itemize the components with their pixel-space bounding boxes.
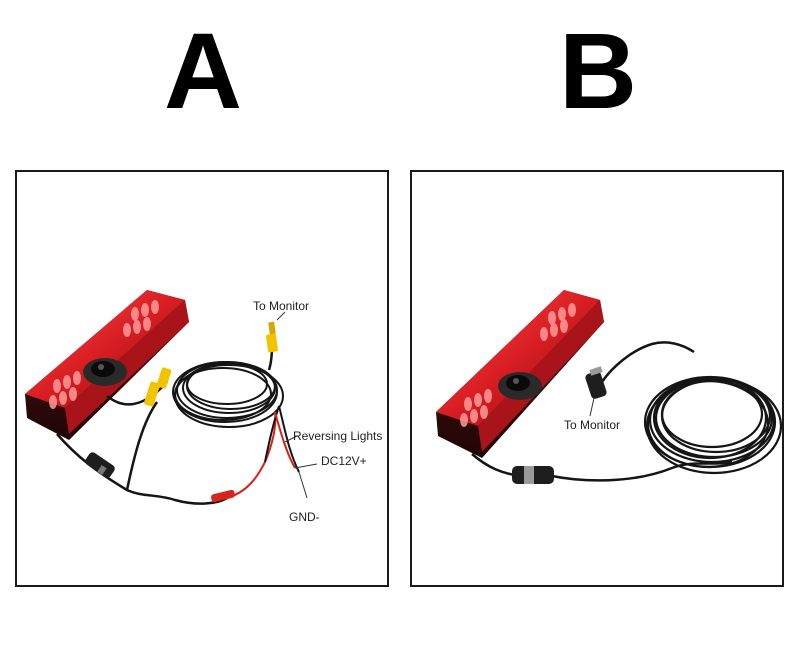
option-b-panel[interactable]: To Monitor — [410, 170, 784, 587]
video-cable-coil — [172, 361, 284, 428]
option-a-letter: A — [164, 10, 242, 131]
aviation-connector — [512, 366, 607, 484]
brake-light-camera — [25, 290, 189, 440]
power-wires — [211, 405, 300, 503]
label-to-monitor: To Monitor — [253, 299, 310, 313]
option-b-product-photo — [436, 290, 782, 484]
label-to-monitor: To Monitor — [564, 418, 621, 432]
label-reversing-lights: Reversing Lights — [293, 429, 383, 443]
label-dc12v: DC12V+ — [321, 454, 367, 468]
brake-light-camera — [436, 290, 604, 458]
rca-connectors — [144, 321, 278, 407]
label-gnd: GND- — [289, 510, 320, 524]
power-connector — [85, 452, 115, 478]
option-a-product-photo — [25, 290, 318, 505]
option-b-letter: B — [559, 10, 637, 131]
aviation-cable-coil — [643, 375, 782, 475]
option-a-panel[interactable]: To Monitor Reversing Lights DC12V+ GND- — [15, 170, 389, 587]
